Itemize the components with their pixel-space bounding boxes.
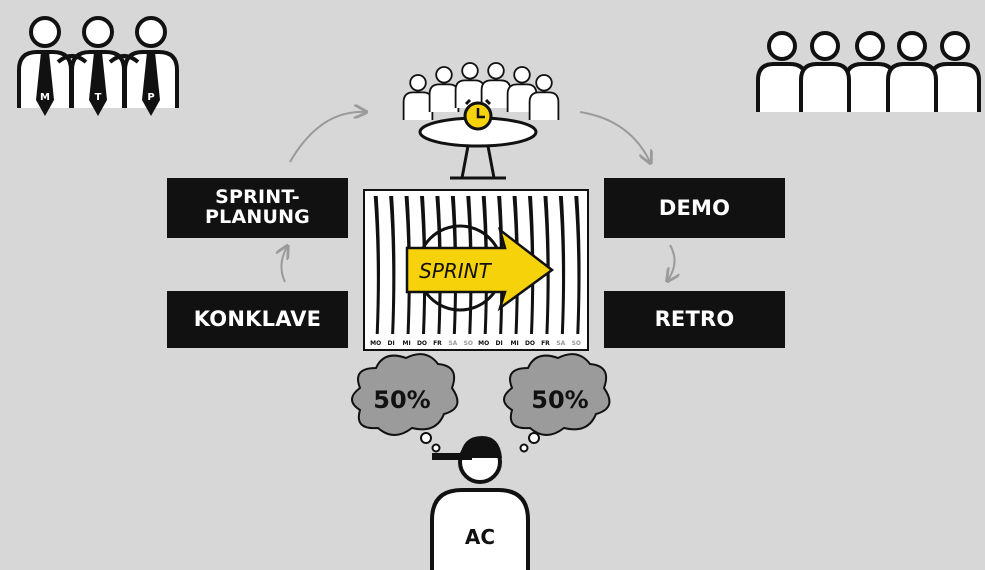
- tie-label-t: T: [95, 92, 102, 103]
- konklave-label: KONKLAVE: [193, 307, 322, 332]
- calendar-day-label: DO: [417, 340, 427, 347]
- arrow-demo-to-retro: [668, 244, 675, 280]
- agile-coach-icon: AC: [430, 436, 530, 570]
- arrow-planung-to-daily: [289, 112, 365, 163]
- tie-label-m: M: [40, 92, 50, 103]
- calendar-day-label: MO: [370, 340, 381, 347]
- calendar-day-label: MO: [478, 340, 489, 347]
- tie-label-p: P: [147, 92, 154, 103]
- arrow-konklave-to-planung: [281, 247, 287, 283]
- sprint-planung-box: SPRINT- PLANUNG: [167, 178, 348, 238]
- calendar-column-stroke: [373, 196, 380, 334]
- calendar-day-label: SO: [464, 340, 473, 347]
- sprint-planung-line1: SPRINT-: [215, 186, 300, 209]
- thought-cloud-right: 50%: [503, 353, 611, 453]
- calendar-day-label: SA: [448, 340, 457, 347]
- sprint-calendar: MO DI MI DO FR SA SO MO DI MI DO FR SA SO SPRINT: [363, 189, 589, 351]
- thought-right-percent: 50%: [531, 386, 588, 414]
- demo-label: DEMO: [658, 195, 731, 220]
- alarm-clock-icon: [463, 98, 493, 131]
- arrow-daily-to-demo: [579, 111, 650, 162]
- konklave-box: KONKLAVE: [167, 291, 348, 348]
- demo-box: DEMO: [604, 178, 785, 238]
- sprint-arrow-icon: [405, 226, 555, 312]
- team-group-icon: [756, 31, 981, 112]
- retro-label: RETRO: [654, 307, 735, 332]
- calendar-day-label: MI: [510, 340, 518, 347]
- calendar-column-stroke: [574, 196, 581, 334]
- agile-coach-label: AC: [465, 525, 495, 549]
- retro-box: RETRO: [604, 291, 785, 348]
- calendar-day-label: FR: [541, 340, 550, 347]
- calendar-column-stroke: [389, 196, 396, 334]
- calendar-day-label: SO: [572, 340, 581, 347]
- thought-left-percent: 50%: [373, 386, 430, 414]
- sprint-arrow-label: SPRINT: [419, 259, 493, 283]
- calendar-day-label: MI: [402, 340, 410, 347]
- sprint-planung-line2: PLANUNG: [205, 206, 310, 228]
- calendar-day-label: DI: [496, 340, 503, 347]
- calendar-day-label: FR: [433, 340, 442, 347]
- thought-cloud-left: 50%: [351, 353, 459, 453]
- management-group-icon: M T P: [17, 16, 179, 116]
- calendar-day-label: DI: [388, 340, 395, 347]
- calendar-day-label: SA: [556, 340, 565, 347]
- calendar-column-stroke: [558, 196, 566, 334]
- calendar-day-label: DO: [525, 340, 535, 347]
- daily-meeting-icon: [402, 62, 560, 180]
